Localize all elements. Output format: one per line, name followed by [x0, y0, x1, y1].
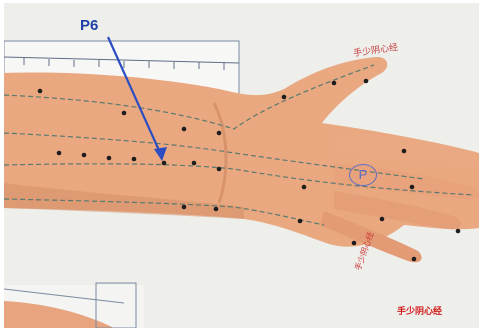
acupuncture-chart-photo: 手少阴心经 P6 P 手少阴心经 手少阴心经 — [4, 3, 479, 328]
chart-illustration: 手少阴心经 — [4, 3, 479, 328]
p6-label: P6 — [80, 17, 98, 34]
p-point-marker: P — [349, 164, 377, 186]
meridian-name-bottom: 手少阴心经 — [397, 304, 442, 317]
